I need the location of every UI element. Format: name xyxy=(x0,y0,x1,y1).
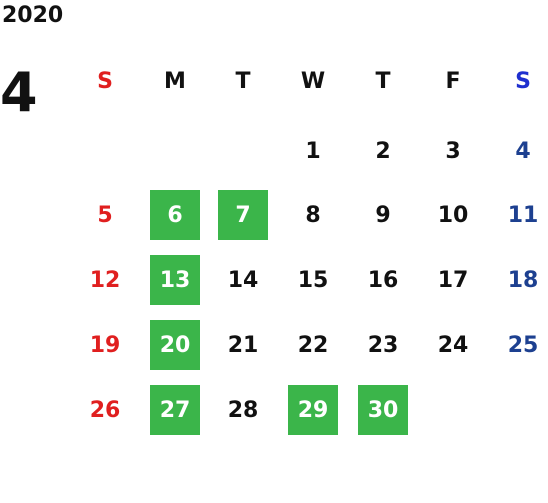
day-cell-highlighted[interactable]: 7 xyxy=(218,190,268,240)
day-cell[interactable]: 3 xyxy=(445,138,461,164)
day-cell[interactable]: 10 xyxy=(437,202,469,228)
weekday-header: S xyxy=(97,68,113,94)
day-cell[interactable]: 26 xyxy=(89,397,121,423)
day-cell[interactable]: 5 xyxy=(97,202,113,228)
day-cell[interactable]: 1 xyxy=(305,138,321,164)
day-cell[interactable]: 4 xyxy=(515,138,531,164)
day-cell-highlighted[interactable]: 13 xyxy=(150,255,200,305)
day-cell[interactable]: 23 xyxy=(367,332,399,358)
day-cell[interactable]: 25 xyxy=(507,332,539,358)
day-cell[interactable]: 24 xyxy=(437,332,469,358)
day-cell[interactable]: 16 xyxy=(367,267,399,293)
day-cell-highlighted[interactable]: 20 xyxy=(150,320,200,370)
weekday-header: W xyxy=(300,68,326,94)
day-cell[interactable]: 22 xyxy=(297,332,329,358)
day-cell[interactable]: 28 xyxy=(227,397,259,423)
weekday-header: T xyxy=(235,68,251,94)
day-cell[interactable]: 8 xyxy=(305,202,321,228)
day-cell-highlighted[interactable]: 6 xyxy=(150,190,200,240)
month-number: 4 xyxy=(0,61,38,124)
weekday-header: M xyxy=(164,68,186,94)
day-cell[interactable]: 11 xyxy=(507,202,539,228)
day-cell[interactable]: 14 xyxy=(227,267,259,293)
weekday-header: S xyxy=(515,68,531,94)
day-cell-highlighted[interactable]: 30 xyxy=(358,385,408,435)
weekday-header: T xyxy=(375,68,391,94)
day-cell[interactable]: 12 xyxy=(89,267,121,293)
weekday-header: F xyxy=(445,68,461,94)
day-cell[interactable]: 15 xyxy=(297,267,329,293)
day-cell[interactable]: 18 xyxy=(507,267,539,293)
day-cell-highlighted[interactable]: 27 xyxy=(150,385,200,435)
day-cell-highlighted[interactable]: 29 xyxy=(288,385,338,435)
day-cell[interactable]: 2 xyxy=(375,138,391,164)
day-cell[interactable]: 21 xyxy=(227,332,259,358)
year-label: 2020 xyxy=(2,3,64,28)
day-cell[interactable]: 17 xyxy=(437,267,469,293)
day-cell[interactable]: 9 xyxy=(375,202,391,228)
day-cell[interactable]: 19 xyxy=(89,332,121,358)
